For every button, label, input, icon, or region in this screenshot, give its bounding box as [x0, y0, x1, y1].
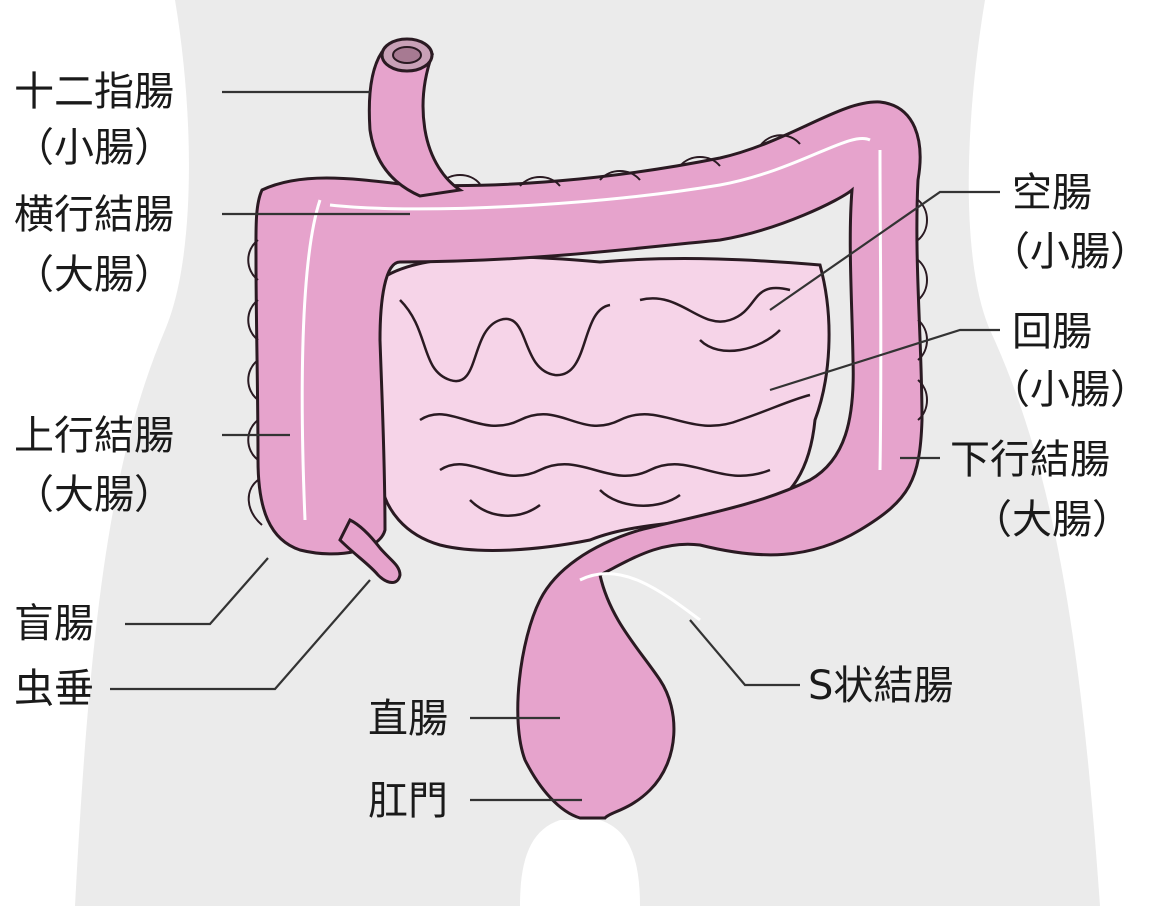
- label-duodenum: 十二指腸: [14, 72, 174, 112]
- label-duodenum-group: （小腸）: [14, 128, 174, 168]
- label-appendix: 虫垂: [14, 669, 94, 709]
- label-transverse-colon-group: （大腸）: [14, 255, 174, 295]
- label-jejunum-group: （小腸）: [990, 232, 1150, 272]
- label-sigmoid-colon: S状結腸: [808, 666, 953, 706]
- label-cecum: 盲腸: [14, 604, 94, 644]
- label-ascending-colon: 上行結腸: [14, 416, 174, 456]
- label-transverse-colon: 横行結腸: [14, 195, 174, 235]
- label-descending-colon: 下行結腸: [950, 440, 1110, 480]
- label-rectum: 直腸: [368, 699, 448, 739]
- label-anus: 肛門: [368, 781, 448, 821]
- label-descending-colon-group: （大腸）: [972, 500, 1132, 540]
- label-ileum-group: （小腸）: [990, 370, 1150, 410]
- label-jejunum: 空腸: [1012, 173, 1092, 213]
- label-ileum: 回腸: [1012, 312, 1092, 352]
- label-ascending-colon-group: （大腸）: [14, 475, 174, 515]
